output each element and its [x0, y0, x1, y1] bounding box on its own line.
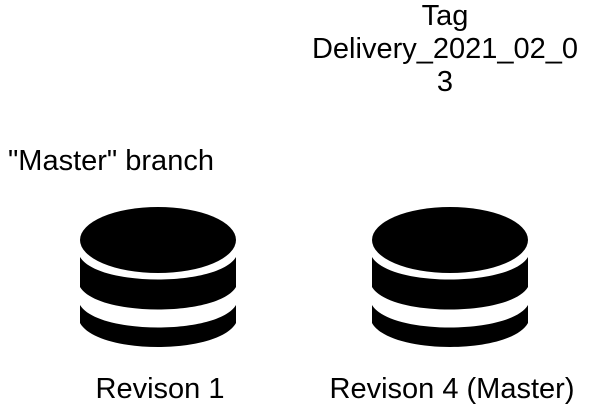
- database-icon: [78, 205, 238, 355]
- branch-label: "Master" branch: [8, 145, 214, 177]
- tag-label-line-3: 3: [436, 66, 454, 98]
- revision-1-label: Revison 1: [95, 373, 225, 405]
- tag-label-line-2: Delivery_2021_02_0: [311, 33, 579, 65]
- revision-4-label: Revison 4 (Master): [329, 373, 575, 405]
- tag-label: Tag Delivery_2021_02_0 3: [290, 0, 594, 99]
- database-icon: [370, 205, 530, 355]
- tag-label-line-1: Tag: [421, 0, 469, 32]
